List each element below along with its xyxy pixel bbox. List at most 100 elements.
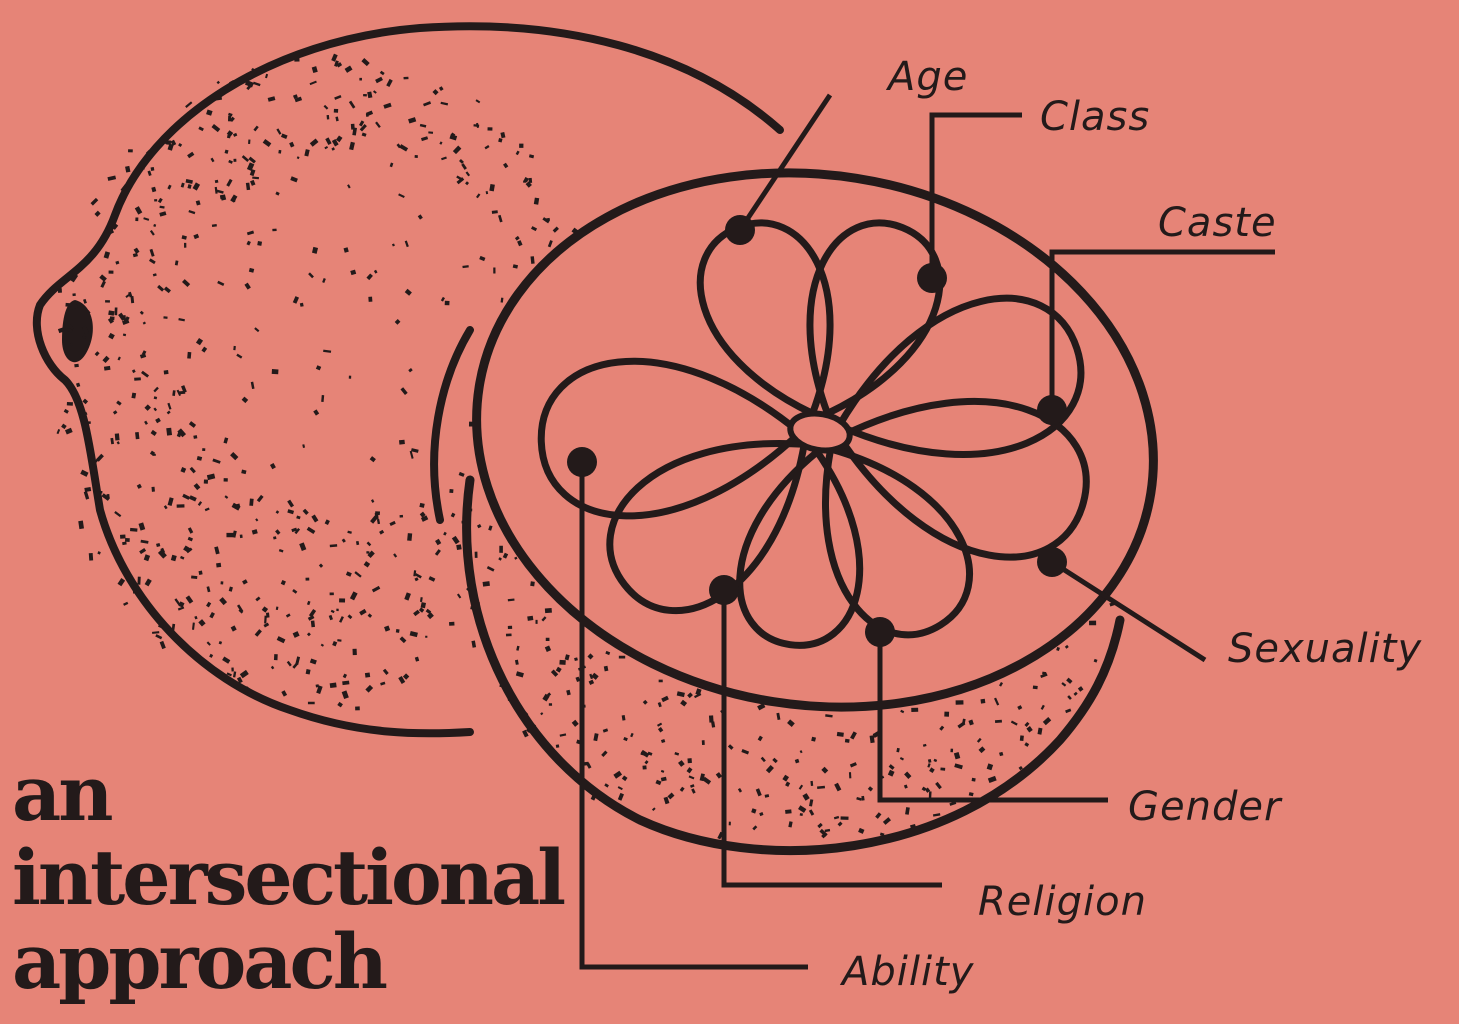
speckle xyxy=(143,322,146,325)
speckle xyxy=(420,124,427,128)
speckle xyxy=(118,357,121,361)
speckle xyxy=(375,511,380,515)
dot-caste xyxy=(1037,395,1067,425)
speckle xyxy=(428,131,433,133)
speckle xyxy=(383,103,391,109)
speckle xyxy=(1089,621,1096,626)
speckle xyxy=(123,315,126,321)
speckle xyxy=(153,224,156,227)
speckle xyxy=(541,616,546,621)
speckle xyxy=(241,470,246,475)
speckle xyxy=(366,551,369,554)
speckle xyxy=(194,483,201,490)
speckle xyxy=(411,448,419,453)
speckle xyxy=(421,136,428,141)
speckle xyxy=(389,521,395,526)
speckle xyxy=(171,555,177,561)
speckle xyxy=(661,770,664,773)
speckle xyxy=(180,556,184,560)
speckle xyxy=(349,376,351,379)
label-age: Age xyxy=(885,54,968,100)
speckle xyxy=(198,126,204,131)
speckle xyxy=(418,214,423,219)
speckle xyxy=(488,127,493,130)
speckle xyxy=(300,303,304,307)
speckle xyxy=(154,199,157,201)
speckle xyxy=(419,607,424,612)
speckle xyxy=(968,719,973,725)
speckle xyxy=(944,712,949,717)
speckle xyxy=(888,770,895,777)
speckle xyxy=(589,680,595,685)
speckle xyxy=(155,634,162,639)
speckle xyxy=(370,456,376,462)
speckle xyxy=(299,542,306,551)
speckle xyxy=(711,721,715,727)
speckle xyxy=(372,586,380,593)
speckle xyxy=(513,264,518,268)
speckle xyxy=(278,150,281,154)
speckle xyxy=(130,296,134,303)
speckle xyxy=(933,813,940,816)
speckle xyxy=(184,243,186,248)
speckle xyxy=(110,438,114,444)
speckle xyxy=(58,375,62,379)
speckle xyxy=(188,527,193,534)
speckle xyxy=(1024,742,1029,747)
speckle xyxy=(404,592,411,600)
speckle xyxy=(192,623,195,630)
speckle xyxy=(123,602,128,606)
speckle xyxy=(954,752,960,759)
speckle xyxy=(167,411,171,415)
speckle xyxy=(143,217,149,221)
speckle xyxy=(343,674,347,679)
speckle xyxy=(751,808,756,813)
speckle xyxy=(308,272,314,278)
speckle xyxy=(109,271,114,274)
speckle xyxy=(252,529,258,534)
speckle xyxy=(187,152,194,159)
speckle xyxy=(414,577,418,581)
speckle xyxy=(399,144,408,151)
speckle xyxy=(363,94,367,96)
dot-ability xyxy=(567,447,597,477)
speckle xyxy=(102,356,109,363)
speckle xyxy=(380,682,385,686)
speckle xyxy=(483,581,490,587)
speckle xyxy=(344,247,349,252)
speckle xyxy=(407,533,412,541)
speckle xyxy=(91,198,99,206)
speckle xyxy=(207,586,211,592)
speckle xyxy=(1056,647,1060,651)
speckle xyxy=(196,200,201,205)
speckle xyxy=(251,382,255,389)
speckle xyxy=(560,733,567,736)
speckle xyxy=(642,765,646,769)
speckle xyxy=(125,166,130,173)
speckle xyxy=(141,167,144,169)
headline-line-3: approach xyxy=(12,920,563,1004)
speckle xyxy=(205,507,210,511)
speckle xyxy=(160,641,166,649)
speckle xyxy=(334,109,338,113)
speckle xyxy=(900,757,904,761)
speckle xyxy=(140,311,144,315)
speckle xyxy=(175,260,179,265)
speckle xyxy=(488,525,492,530)
speckle xyxy=(331,147,335,151)
speckle xyxy=(678,760,685,767)
speckle xyxy=(817,786,825,789)
speckle xyxy=(911,708,918,712)
speckle xyxy=(486,191,489,194)
speckle xyxy=(850,731,857,739)
speckle xyxy=(250,180,255,186)
speckle xyxy=(980,699,985,704)
speckle xyxy=(279,549,284,552)
headline-line-1: an xyxy=(12,752,563,836)
headline-line-2: intersectional xyxy=(12,836,563,920)
speckle xyxy=(1011,720,1018,725)
speckle xyxy=(845,739,850,743)
speckle xyxy=(178,606,184,610)
speckle xyxy=(310,139,319,147)
speckle xyxy=(652,807,656,811)
